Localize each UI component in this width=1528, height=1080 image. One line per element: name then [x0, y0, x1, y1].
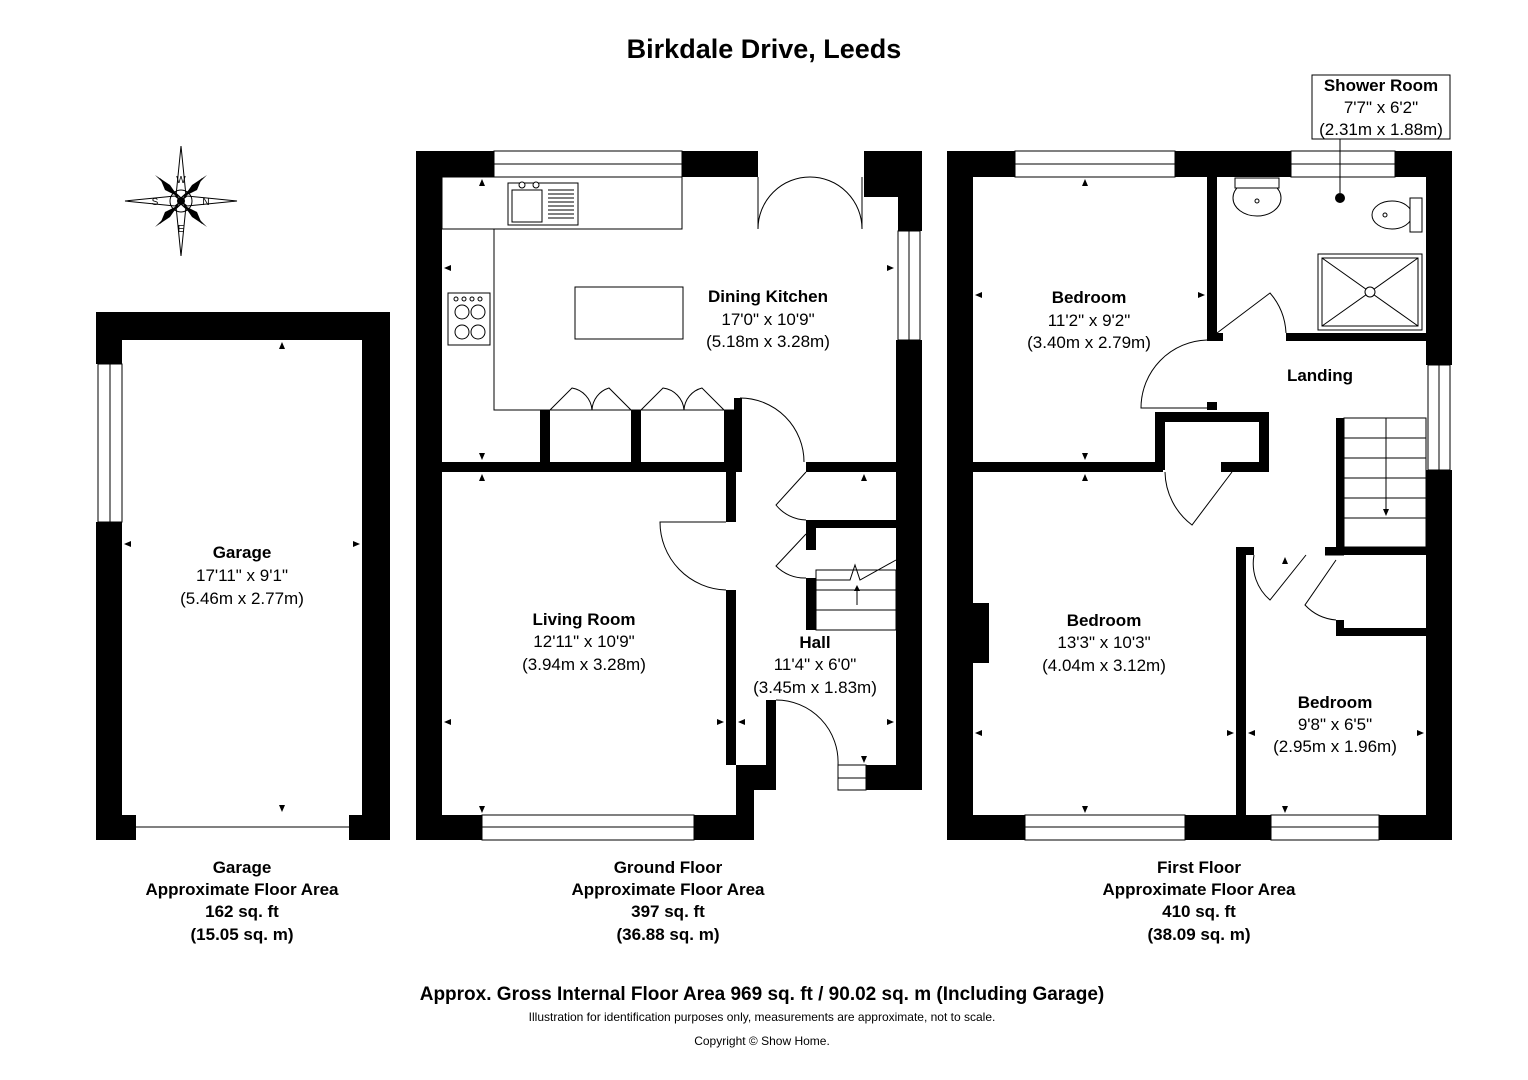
room-living-room-name: Living Room: [533, 610, 636, 629]
first-floor-plan: [947, 150, 1452, 841]
room-bedroom-1-name: Bedroom: [1052, 288, 1127, 307]
floor-ground-sqm: (36.88 sq. m): [617, 925, 720, 944]
floor-garage-sqm: (15.05 sq. m): [191, 925, 294, 944]
copyright-text: Copyright © Show Home.: [694, 1034, 830, 1048]
compass-w-label: W: [176, 175, 186, 186]
floor-garage-sqft: 162 sq. ft: [205, 902, 279, 921]
room-hall-name: Hall: [799, 633, 830, 652]
room-dining-kitchen-metric: (5.18m x 3.28m): [706, 332, 830, 351]
floor-first-name: First Floor: [1157, 858, 1241, 877]
compass-e-label: E: [178, 224, 185, 235]
room-living-room-metric: (3.94m x 3.28m): [522, 655, 646, 674]
room-garage-name: Garage: [213, 543, 272, 562]
compass-s-label: S: [152, 197, 159, 208]
shower-room-label-box: [1311, 74, 1451, 140]
room-landing-name: Landing: [1287, 366, 1353, 385]
floor-ground-name: Ground Floor: [614, 858, 723, 877]
room-dining-kitchen-name: Dining Kitchen: [708, 287, 828, 306]
room-bedroom-3-name: Bedroom: [1298, 693, 1373, 712]
room-bedroom-3-imperial: 9'8" x 6'5": [1298, 715, 1372, 734]
room-shower-room-name: Shower Room: [1324, 76, 1438, 95]
room-hall-metric: (3.45m x 1.83m): [753, 678, 877, 697]
room-garage-imperial: 17'11" x 9'1": [196, 566, 288, 585]
floor-first-label: Approximate Floor Area: [1102, 880, 1296, 899]
room-bedroom-2-imperial: 13'3" x 10'3": [1057, 633, 1150, 652]
floor-ground-label: Approximate Floor Area: [571, 880, 765, 899]
room-garage-metric: (5.46m x 2.77m): [180, 589, 304, 608]
room-shower-room-imperial: 7'7" x 6'2": [1344, 98, 1418, 117]
floor-first-sqm: (38.09 sq. m): [1148, 925, 1251, 944]
room-bedroom-1-imperial: 11'2" x 9'2": [1048, 311, 1131, 330]
garage-plan: [96, 312, 390, 840]
compass-icon: [124, 145, 238, 257]
floor-ground-sqft: 397 sq. ft: [631, 902, 705, 921]
room-bedroom-2-metric: (4.04m x 3.12m): [1042, 656, 1166, 675]
room-living-room-imperial: 12'11" x 10'9": [533, 632, 634, 651]
floor-first-sqft: 410 sq. ft: [1162, 902, 1236, 921]
disclaimer-text: Illustration for identification purposes…: [529, 1010, 996, 1024]
gross-internal-area: Approx. Gross Internal Floor Area 969 sq…: [420, 984, 1105, 1005]
room-bedroom-1-metric: (3.40m x 2.79m): [1027, 333, 1151, 352]
plan-title: Birkdale Drive, Leeds: [627, 34, 902, 64]
floor-garage-label: Approximate Floor Area: [145, 880, 339, 899]
room-dining-kitchen-imperial: 17'0" x 10'9": [721, 310, 814, 329]
compass-n-label: N: [202, 197, 209, 208]
room-hall-imperial: 11'4" x 6'0": [774, 655, 857, 674]
floor-garage-name: Garage: [213, 858, 272, 877]
ground-floor-plan: [416, 150, 922, 841]
room-bedroom-3-metric: (2.95m x 1.96m): [1273, 737, 1397, 756]
room-shower-room-metric: (2.31m x 1.88m): [1319, 120, 1443, 139]
room-bedroom-2-name: Bedroom: [1067, 611, 1142, 630]
